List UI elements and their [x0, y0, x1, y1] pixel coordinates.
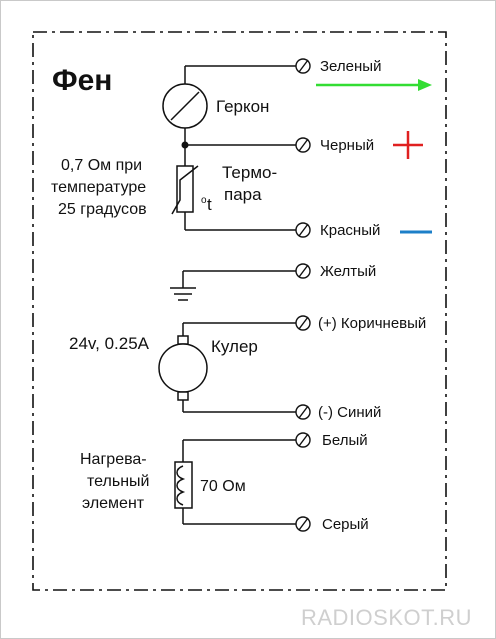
label-green: Зеленый	[320, 58, 381, 75]
fan-rating-label: 24v, 0.25A	[69, 334, 150, 353]
label-black: Черный	[320, 137, 374, 154]
fan-terminal-bottom	[177, 391, 189, 401]
junction-dot	[181, 141, 189, 149]
terminal-gray	[295, 516, 311, 532]
terminal-green	[295, 58, 311, 74]
plus-sign	[393, 131, 423, 159]
fan-label: Кулер	[211, 337, 258, 356]
thermocouple-label-1: Термо-	[222, 163, 277, 182]
reed-label: Геркон	[216, 97, 269, 116]
terminal-white	[295, 432, 311, 448]
thermistor-note-3: 25 градусов	[58, 201, 147, 218]
label-white: Белый	[322, 432, 368, 449]
heater-label-3: элемент	[82, 495, 145, 512]
thermistor-note-1: 0,7 Ом при	[61, 157, 142, 174]
label-yellow: Желтый	[320, 263, 376, 280]
terminal-brown	[295, 315, 311, 331]
label-blue: (-) Синий	[318, 404, 381, 421]
terminal-yellow	[295, 263, 311, 279]
diagram-title: Фен	[52, 64, 112, 97]
terminal-blue	[295, 404, 311, 420]
fan-terminal-top	[177, 335, 189, 345]
thermistor-symbol: t	[207, 195, 212, 214]
reed-contact	[170, 91, 200, 121]
watermark: RADIOSKOT.RU	[300, 605, 472, 630]
thermistor-degree: o	[201, 195, 207, 206]
thermistor-note-2: температуре	[51, 179, 146, 196]
thermocouple-label-2: пара	[224, 185, 262, 204]
heater-label-1: Нагрева-	[80, 451, 147, 468]
label-brown: (+) Коричневый	[318, 315, 426, 332]
terminal-black	[295, 137, 311, 153]
terminal-red	[295, 222, 311, 238]
label-gray: Серый	[322, 516, 369, 533]
heater-value-label: 70 Ом	[200, 478, 246, 495]
thermistor-slash	[171, 165, 199, 215]
fan-motor-symbol	[158, 343, 208, 393]
heater-label-2: тельный	[87, 473, 149, 490]
label-red: Красный	[320, 222, 380, 239]
green-arrow	[316, 79, 432, 91]
heater-coil	[176, 465, 186, 506]
